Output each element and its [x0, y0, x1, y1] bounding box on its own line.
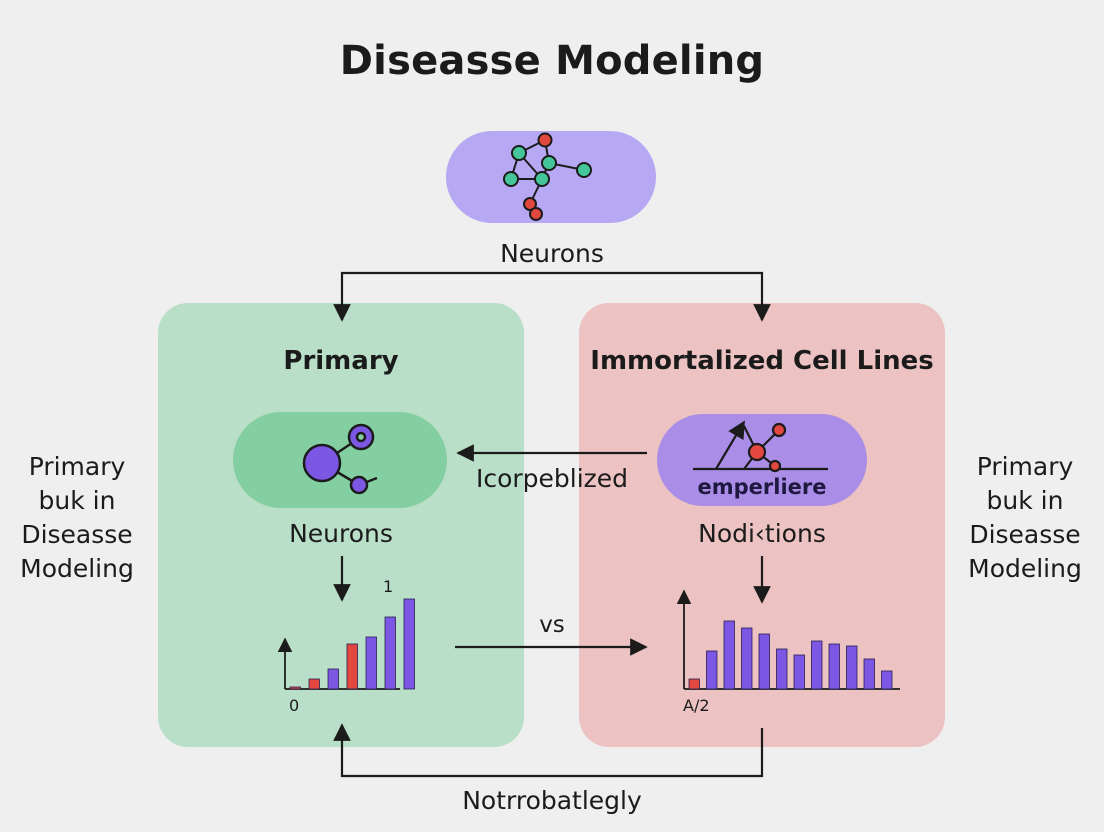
- right-side-label: Primary buk in Diseasse Modeling: [945, 450, 1104, 586]
- right-chart-bar: [741, 627, 753, 690]
- middle-arrow-label: Icorpeblized: [475, 464, 629, 493]
- bottom-loop-connector: [333, 723, 764, 778]
- left-chart-top-tick: 1: [383, 577, 394, 596]
- right-chart-origin-tick: A/2: [683, 696, 710, 715]
- left-side-line: buk in: [38, 486, 116, 515]
- right-chart-bar: [706, 650, 718, 690]
- left-chart-axes: [277, 637, 400, 690]
- right-chart-bar: [793, 654, 805, 690]
- left-chart-bar: [327, 668, 339, 690]
- immortalized-panel-title: Immortalized Cell Lines: [590, 346, 934, 376]
- right-chart-bars: [688, 620, 893, 690]
- left-chart-bar: [308, 678, 320, 690]
- bottom-loop-label: Notrrobatlegly: [462, 786, 642, 815]
- left-chart-bar: [403, 598, 415, 690]
- right-chart-bar: [776, 648, 788, 690]
- right-side-line: Modeling: [968, 554, 1082, 583]
- right-chart-bar: [881, 670, 893, 690]
- top-neuron-node[interactable]: [446, 131, 656, 223]
- left-side-label: Primary buk in Diseasse Modeling: [0, 450, 157, 586]
- right-chart-bar: [723, 620, 735, 690]
- primary-panel: [158, 303, 524, 747]
- right-chart-bar: [811, 640, 823, 690]
- left-side-line: Primary: [28, 452, 126, 481]
- left-side-line: Modeling: [20, 554, 134, 583]
- right-chart-bar: [758, 633, 770, 690]
- cell-line-node-label: emperliere: [697, 475, 827, 499]
- neuron-molecule-icon: [302, 423, 378, 495]
- top-node-label: Neurons: [500, 239, 604, 268]
- right-chart-bar: [688, 678, 700, 690]
- primary-panel-title: Primary: [283, 346, 399, 376]
- page-title: Diseasse Modeling: [339, 38, 765, 84]
- right-chart-bar: [846, 645, 858, 690]
- cell-line-graph-icon: [693, 420, 828, 473]
- right-side-line: buk in: [986, 486, 1064, 515]
- left-chart-bar: [346, 643, 358, 690]
- left-chart-bar: [289, 686, 301, 690]
- primary-node-label: Neurons: [289, 519, 393, 548]
- left-chart-origin-tick: 0: [289, 696, 300, 715]
- left-chart-bars: [289, 598, 415, 690]
- left-side-line: Diseasse: [21, 520, 133, 549]
- split-connector: [333, 271, 771, 322]
- left-chart-bar: [384, 616, 396, 690]
- right-chart-bar: [863, 658, 875, 690]
- right-chart-bar: [828, 643, 840, 690]
- cell-line-label: Nodi‹tions: [698, 519, 826, 548]
- compare-label: vs: [539, 612, 565, 638]
- network-icon: [503, 132, 592, 221]
- cell-line-node[interactable]: [657, 414, 867, 506]
- right-side-line: Primary: [976, 452, 1074, 481]
- left-chart-bar: [365, 636, 377, 690]
- right-side-line: Diseasse: [969, 520, 1081, 549]
